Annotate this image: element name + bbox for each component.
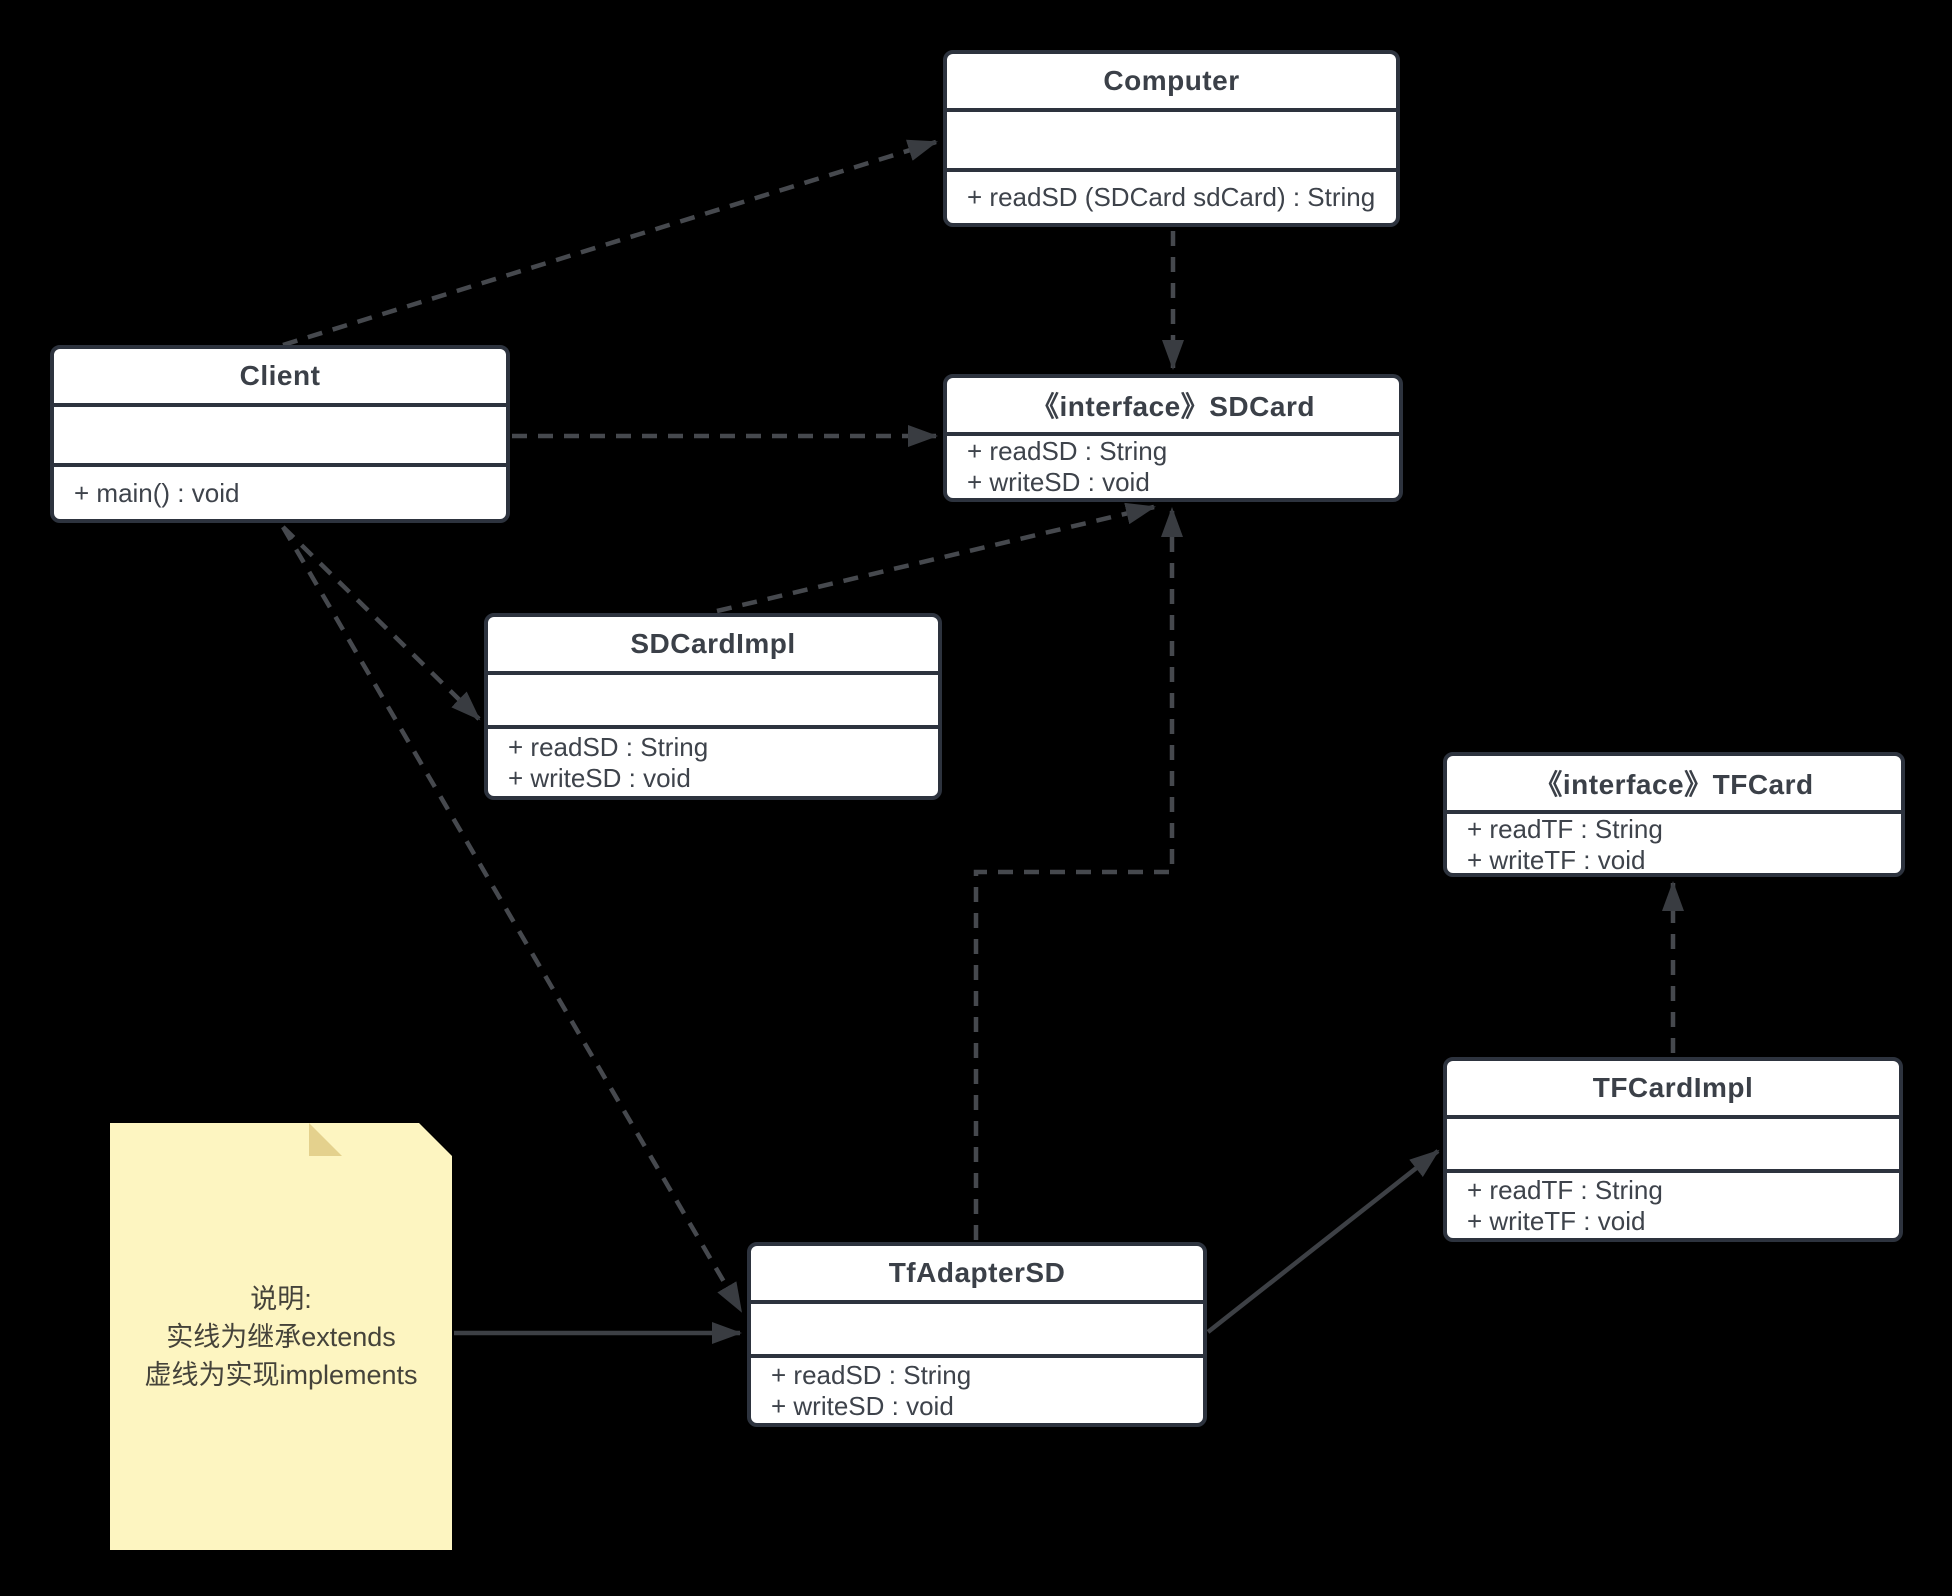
extends-arrow-tfadaptersd-to-tfcardimpl	[1206, 1149, 1440, 1334]
class-title: Client	[239, 360, 321, 391]
dependency-arrow-client-to-computer	[282, 139, 938, 348]
class-interface-sdcard[interactable]: 《interface》SDCard + readSD : String + wr…	[943, 374, 1403, 502]
class-methods: + readTF : String + writeTF : void	[1447, 810, 1901, 876]
class-fields-empty	[488, 671, 938, 725]
dependency-arrow-client-to-tfadaptersd	[281, 525, 743, 1313]
method-writetf: + writeTF : void	[1467, 1205, 1646, 1236]
class-methods: + readSD : String + writeSD : void	[751, 1354, 1203, 1423]
class-sdcardimpl[interactable]: SDCardImpl + readSD : String + writeSD :…	[484, 613, 942, 800]
class-methods: + readSD (SDCard sdCard) : String	[947, 168, 1396, 223]
method-readtf: + readTF : String	[1467, 1174, 1663, 1205]
method-readsd: + readSD (SDCard sdCard) : String	[967, 182, 1376, 212]
method-writesd: + writeSD : void	[771, 1390, 954, 1421]
method-writetf: + writeTF : void	[1467, 845, 1646, 875]
implements-arrow-tfadaptersd-to-sdcard	[973, 507, 1183, 1240]
class-title: Computer	[1103, 65, 1240, 96]
class-fields-empty	[54, 403, 506, 463]
note-line: 说明:	[250, 1283, 312, 1314]
class-tfadaptersd[interactable]: TfAdapterSD + readSD : String + writeSD …	[747, 1242, 1207, 1427]
class-title: TfAdapterSD	[888, 1257, 1066, 1288]
implements-arrow-sdcardimpl-to-sdcard	[716, 502, 1156, 614]
method-main: + main() : void	[74, 477, 240, 508]
class-title: SDCardImpl	[630, 628, 796, 659]
class-methods: + readSD : String + writeSD : void	[488, 725, 938, 796]
class-title: 《interface》TFCard	[1534, 769, 1814, 800]
dependency-arrow-client-to-sdcardimpl	[281, 525, 481, 721]
method-writesd: + writeSD : void	[508, 762, 691, 793]
class-tfcardimpl[interactable]: TFCardImpl + readTF : String + writeTF :…	[1443, 1057, 1903, 1242]
class-computer[interactable]: Computer + readSD (SDCard sdCard) : Stri…	[943, 50, 1400, 227]
class-title: TFCardImpl	[1592, 1072, 1754, 1103]
method-readsd: + readSD : String	[967, 436, 1168, 466]
note-line: 实线为继承extends	[166, 1321, 396, 1352]
class-fields-empty	[751, 1300, 1203, 1354]
method-readsd: + readSD : String	[508, 731, 709, 762]
class-methods: + readTF : String + writeTF : void	[1447, 1169, 1899, 1238]
class-methods: + readSD : String + writeSD : void	[947, 432, 1399, 498]
class-interface-tfcard[interactable]: 《interface》TFCard + readTF : String + wr…	[1443, 752, 1905, 877]
class-title: 《interface》SDCard	[1031, 391, 1315, 422]
class-methods: + main() : void	[54, 463, 506, 519]
method-readtf: + readTF : String	[1467, 814, 1663, 844]
note-line: 虚线为实现implements	[144, 1359, 418, 1390]
class-fields-empty	[947, 108, 1396, 168]
class-fields-empty	[1447, 1115, 1899, 1169]
note-legend[interactable]: 说明: 实线为继承extends 虚线为实现implements	[110, 1123, 452, 1550]
class-client[interactable]: Client + main() : void	[50, 345, 510, 523]
method-readsd: + readSD : String	[771, 1359, 972, 1390]
method-writesd: + writeSD : void	[967, 467, 1150, 497]
